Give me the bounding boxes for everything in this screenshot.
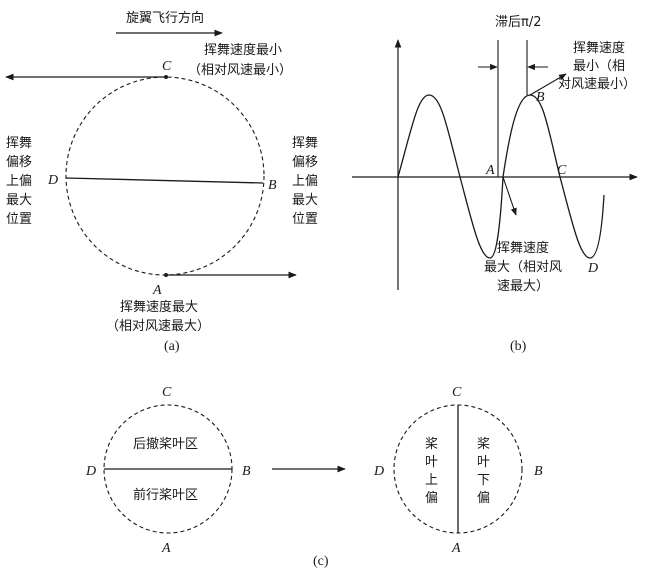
lag-pi-half-label: 滞后π/2 [495, 15, 541, 30]
label-b-c-right: B [534, 464, 543, 479]
up-col-1: 桨 [425, 436, 438, 452]
min-relative-wind-note: （相对风速最小） [188, 63, 292, 78]
a-note-line-3: 速最大） [497, 279, 549, 294]
down-col-4: 偏 [477, 491, 490, 506]
right-note-line-3: 上偏 [292, 174, 318, 189]
right-note-line-1: 挥舞 [292, 136, 318, 151]
right-note-line-2: 偏移 [292, 155, 318, 170]
label-c-a: C [162, 59, 172, 74]
label-a-c-left: A [161, 541, 171, 556]
right-max-up-note: 挥舞 偏移 上偏 最大 位置 [292, 136, 318, 227]
b-note-line-3: 对风速最小） [558, 77, 636, 92]
label-d-a: D [47, 173, 58, 188]
left-note-line-2: 偏移 [6, 155, 32, 170]
label-b-b: B [536, 90, 545, 105]
a-note-line-1: 挥舞速度 [497, 240, 549, 256]
label-a-c-right: A [451, 541, 461, 556]
point-c-dot [164, 75, 168, 79]
caption-a: (a) [164, 339, 180, 354]
max-relative-wind-note: （相对风速最大） [106, 319, 210, 334]
label-d-b: D [587, 261, 598, 276]
label-c-b: C [557, 163, 567, 178]
left-note-line-3: 上偏 [6, 174, 32, 189]
left-note-line-4: 最大 [6, 193, 32, 208]
panel-b: 滞后π/2 B A C D 挥舞速度 最小（相 对风速最小） 挥舞速度 最大（相… [352, 15, 638, 354]
max-flap-speed-note: 挥舞速度最大 [120, 299, 198, 315]
blade-down-column: 桨 叶 下 偏 [477, 436, 490, 506]
retreating-blade-region: 后撤桨叶区 [133, 436, 198, 452]
panel-c: C D B A 后撤桨叶区 前行桨叶区 C D B A 桨 叶 上 偏 桨 叶 … [85, 385, 543, 569]
b-note-line-2: 最小（相 [573, 59, 625, 74]
up-col-4: 偏 [425, 491, 438, 506]
blade-up-column: 桨 叶 上 偏 [425, 436, 438, 506]
rotor-disk-circle-a [65, 76, 265, 276]
velocity-arrow-b [529, 73, 567, 96]
b-note-line-1: 挥舞速度 [573, 40, 625, 56]
label-a-a: A [152, 283, 162, 298]
caption-b: (b) [510, 339, 527, 354]
diameter-d-b [65, 177, 264, 184]
right-note-line-5: 位置 [292, 212, 318, 227]
down-col-1: 桨 [477, 436, 490, 452]
left-note-line-5: 位置 [6, 212, 32, 227]
left-note-line-1: 挥舞 [6, 136, 32, 151]
label-d-c-left: D [85, 464, 96, 479]
label-a-b: A [485, 163, 495, 178]
a-note-line-2: 最大（相对风 [484, 260, 562, 275]
label-c-c-left: C [162, 385, 172, 400]
label-d-c-right: D [373, 464, 384, 479]
down-col-2: 叶 [477, 455, 490, 470]
flight-direction-label: 旋翼飞行方向 [126, 10, 204, 26]
panel-a: 旋翼飞行方向 C D B A 挥舞速度最小 （相对风速最小） 挥舞 偏移 上偏 … [5, 10, 318, 354]
advancing-blade-region: 前行桨叶区 [133, 487, 198, 503]
label-b-a: B [268, 178, 277, 193]
down-col-3: 下 [477, 473, 490, 488]
right-note-line-4: 最大 [292, 193, 318, 208]
velocity-arrow-a-b [502, 176, 517, 216]
caption-c: (c) [313, 554, 329, 569]
min-flap-speed-note: 挥舞速度最小 [204, 42, 282, 58]
up-col-3: 上 [425, 473, 438, 488]
left-max-up-note: 挥舞 偏移 上偏 最大 位置 [6, 136, 32, 227]
label-b-c-left: B [242, 464, 251, 479]
up-col-2: 叶 [425, 455, 438, 470]
point-a-dot [164, 273, 168, 277]
label-c-c-right: C [452, 385, 462, 400]
